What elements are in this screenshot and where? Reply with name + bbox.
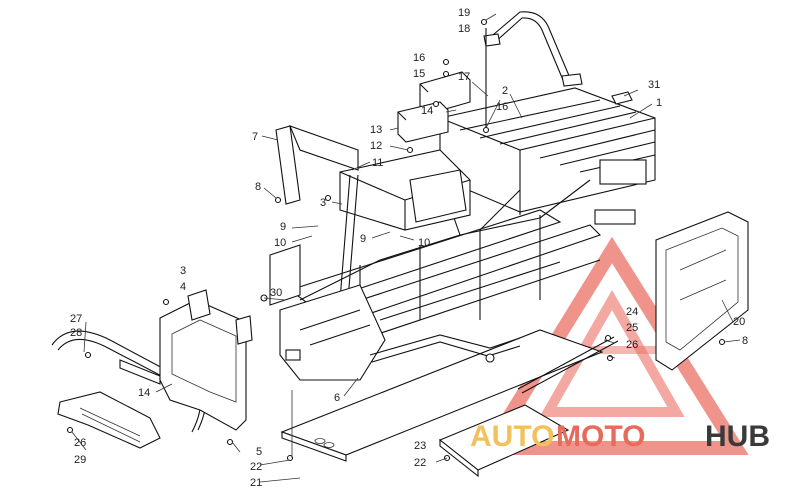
- callout-13: 13: [370, 124, 382, 136]
- watermark-moto: MOTO: [556, 420, 645, 453]
- callout-10: 10: [274, 237, 286, 249]
- front-bumper: [51, 330, 207, 449]
- side-bracket-7: [275, 125, 359, 205]
- callout-30: 30: [270, 287, 282, 299]
- callout-22: 22: [414, 457, 426, 469]
- callout-8: 8: [742, 335, 748, 347]
- callout-7: 7: [252, 131, 258, 143]
- callout-18: 18: [458, 23, 470, 35]
- callout-5: 5: [256, 446, 262, 458]
- skid-plate-21: [280, 329, 604, 462]
- callout-9: 9: [280, 221, 286, 233]
- callout-8: 8: [255, 181, 261, 193]
- callout-3: 3: [180, 265, 186, 277]
- callout-26: 26: [74, 437, 86, 449]
- callout-6: 6: [334, 392, 340, 404]
- grab-bar-19: [483, 11, 583, 87]
- callout-15: 15: [413, 68, 425, 80]
- callout-29: 29: [74, 454, 86, 466]
- callout-16: 16: [413, 52, 425, 64]
- rail-24-25: [517, 336, 619, 394]
- callout-24: 24: [626, 306, 638, 318]
- leader-lines: [71, 13, 741, 483]
- skid-plate-23: [438, 404, 570, 478]
- bracket-13: [397, 101, 449, 143]
- callout-14: 14: [421, 105, 433, 117]
- callout-4: 4: [180, 281, 186, 293]
- callout-9: 9: [360, 233, 366, 245]
- callout-12: 12: [370, 140, 382, 152]
- callout-11: 11: [372, 157, 383, 169]
- callout-17: 17: [458, 71, 470, 83]
- callout-28: 28: [70, 327, 82, 339]
- callout-20: 20: [733, 316, 745, 328]
- callout-22: 22: [250, 461, 262, 473]
- side-net-20: [655, 211, 749, 371]
- front-brush-guard: [159, 289, 253, 431]
- watermark-hub: HUB: [705, 420, 770, 453]
- callout-25: 25: [626, 322, 638, 334]
- callout-26: 26: [626, 339, 638, 351]
- callout-23: 23: [414, 440, 426, 452]
- callout-labels: 19 18 16 15 17 2 16 31 1 14 13 12 11 7 8…: [70, 7, 748, 489]
- watermark-auto: AUTO: [470, 420, 554, 453]
- callout-10: 10: [418, 237, 430, 249]
- callout-1: 1: [656, 97, 662, 109]
- callout-21: 21: [250, 477, 262, 489]
- main-frame: [269, 87, 656, 381]
- callout-14: 14: [138, 387, 150, 399]
- callout-16: 16: [496, 101, 508, 113]
- callout-27: 27: [70, 313, 82, 325]
- callout-2: 2: [502, 85, 508, 97]
- watermark-text: AUTO MOTO HUB: [470, 420, 770, 453]
- callout-31: 31: [648, 79, 660, 91]
- callout-3: 3: [320, 197, 326, 209]
- callout-19: 19: [458, 7, 470, 19]
